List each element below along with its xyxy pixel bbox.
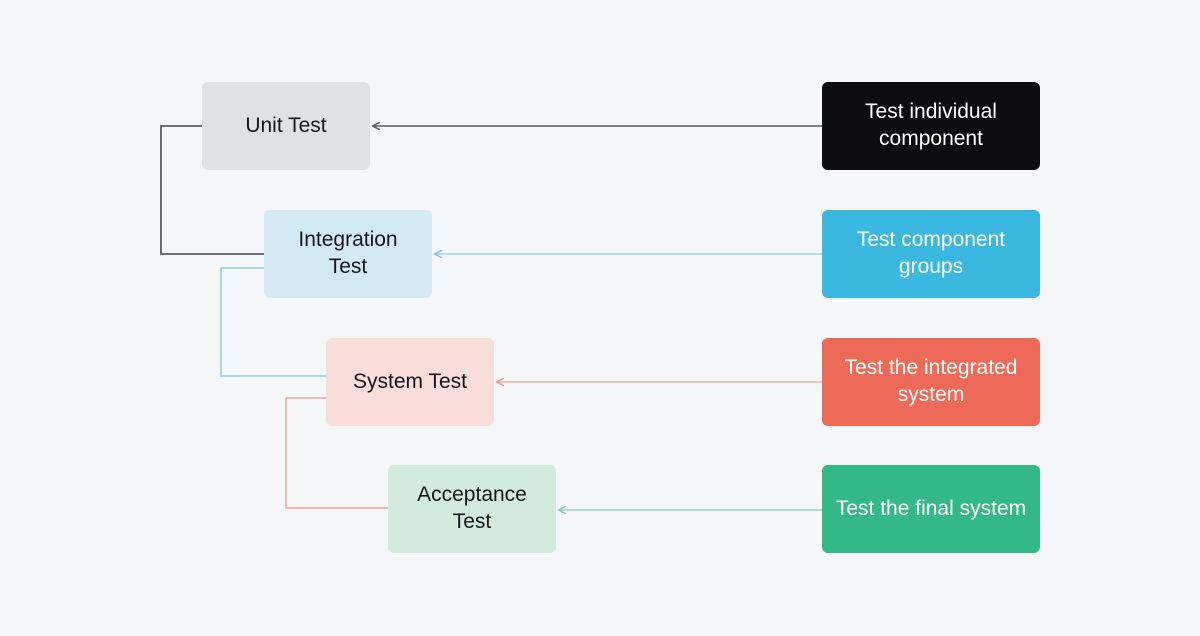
node-system-test[interactable]: System Test [326, 338, 494, 426]
node-acceptance-test-description-label: Test the final system [835, 496, 1027, 520]
node-unit-test-description-label: Test individual component [865, 100, 997, 150]
node-integration-test-description-label: Test component groups [856, 228, 1006, 278]
node-unit-test-label: Unit Test [245, 113, 327, 137]
node-integration-test-description[interactable]: Test component groups [822, 210, 1040, 298]
node-system-test-label: System Test [353, 369, 467, 393]
node-system-test-description[interactable]: Test the integrated system [822, 338, 1040, 426]
node-system-test-description-label: Test the integrated system [844, 356, 1018, 406]
node-integration-test-label: Integration Test [298, 228, 398, 278]
node-integration-test[interactable]: Integration Test [264, 210, 432, 298]
node-acceptance-test[interactable]: Acceptance Test [388, 465, 556, 553]
node-acceptance-test-description[interactable]: Test the final system [822, 465, 1040, 553]
node-unit-test-description[interactable]: Test individual component [822, 82, 1040, 170]
node-acceptance-test-label: Acceptance Test [417, 483, 527, 533]
node-unit-test[interactable]: Unit Test [202, 82, 370, 170]
